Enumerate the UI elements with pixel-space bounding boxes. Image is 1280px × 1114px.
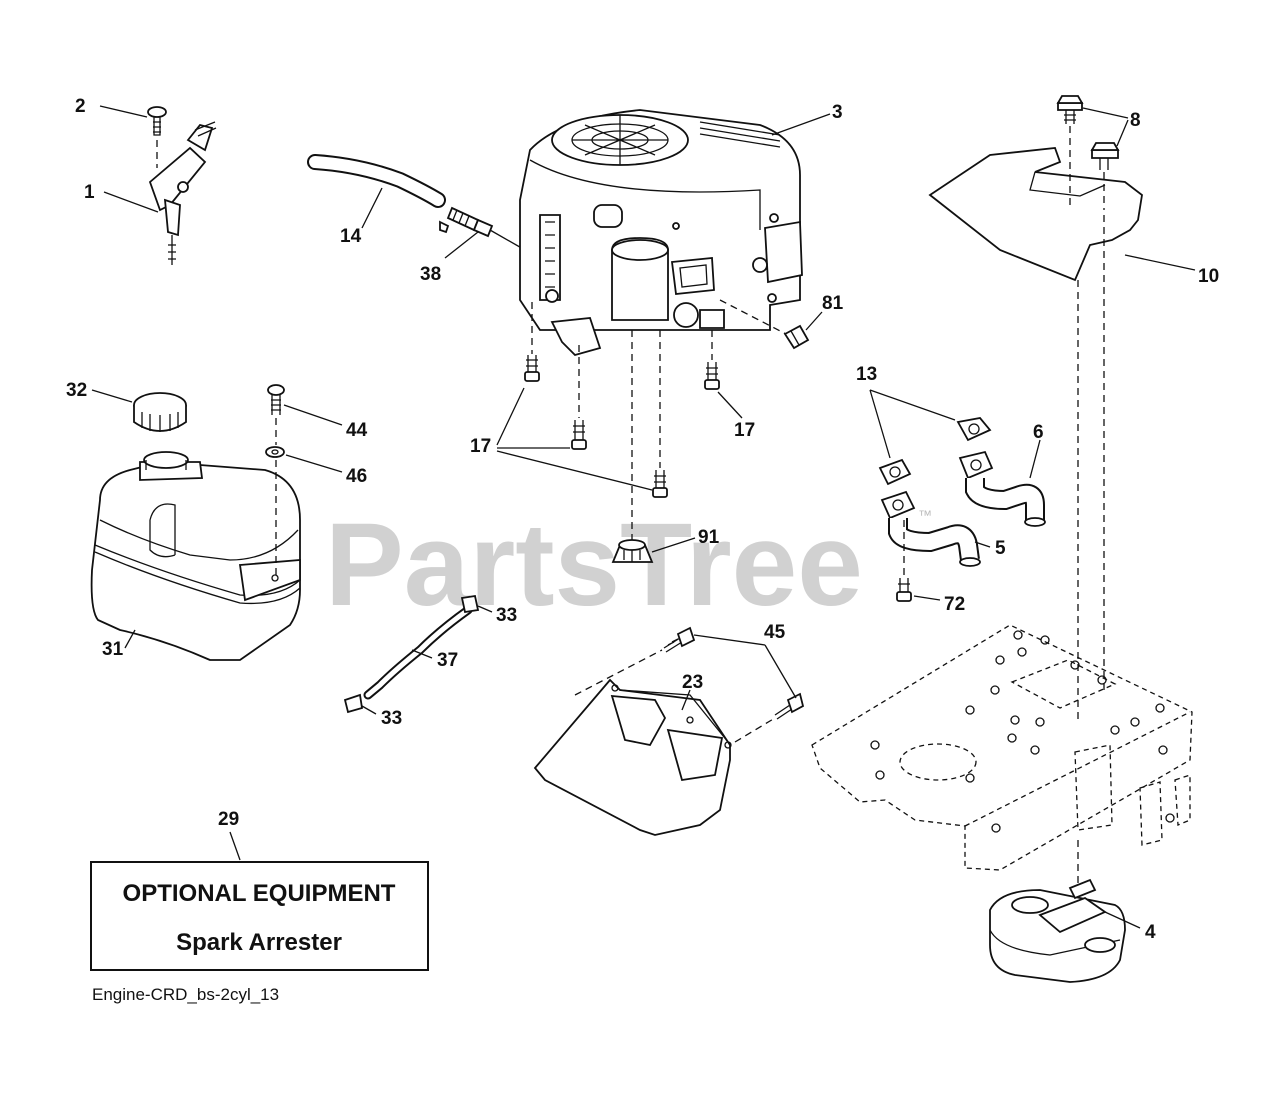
screw-8-parts [1056, 95, 1120, 170]
clamp-33-parts [343, 594, 480, 714]
callout-33a: 33 [496, 605, 517, 626]
exhaust-pipe-6-part [958, 450, 1046, 527]
leader-3 [771, 113, 831, 136]
leader-33a [477, 605, 493, 613]
callout-91: 91 [698, 527, 720, 548]
callout-23: 23 [682, 672, 703, 693]
leader-23 [681, 689, 691, 711]
callout-72: 72 [944, 594, 965, 615]
callout-1: 1 [84, 182, 95, 203]
callout-38: 38 [420, 264, 441, 285]
callout-17b: 17 [734, 420, 755, 441]
bolt-72-part [896, 578, 912, 602]
callout-labels: 2 1 3 4 5 6 8 10 13 14 17 17 23 29 31 32… [66, 96, 1219, 943]
callout-3: 3 [832, 102, 843, 123]
leader-13 [869, 389, 956, 459]
guide-45b [734, 717, 776, 743]
fuel-line-14-part [307, 154, 446, 208]
callout-44: 44 [346, 420, 368, 441]
leader-1 [103, 191, 159, 213]
callout-81: 81 [822, 293, 844, 314]
optional-equipment-item: Spark Arrester [176, 929, 342, 956]
fuel-hose-37-part [363, 605, 473, 700]
callout-17a: 17 [470, 436, 491, 457]
callout-5: 5 [995, 538, 1006, 559]
heat-shield-10-part [928, 147, 1143, 282]
exhaust-pipe-5-part [880, 490, 981, 567]
leader-45 [693, 634, 797, 699]
leader-81 [805, 311, 823, 331]
leader-17a [496, 387, 653, 491]
leader-29 [229, 831, 241, 861]
chassis-frame-part [811, 624, 1193, 871]
leader-4 [1104, 911, 1141, 929]
leader-6 [1029, 439, 1041, 479]
callout-32: 32 [66, 380, 87, 401]
leader-38 [444, 231, 479, 259]
washer-46-part [265, 446, 285, 458]
leader-31 [124, 629, 136, 649]
guide-45a [574, 649, 663, 696]
leader-33b [361, 705, 377, 715]
callout-29: 29 [218, 809, 239, 830]
leader-37 [411, 649, 433, 659]
screw-2-part [147, 106, 167, 136]
fuel-fitting-38-part [439, 206, 494, 238]
leader-32 [91, 389, 133, 403]
optional-equipment-heading: OPTIONAL EQUIPMENT [123, 880, 396, 907]
oil-filter-91-part [611, 539, 654, 563]
leader-14 [361, 187, 383, 229]
engine-3-part [519, 109, 803, 357]
callout-4: 4 [1145, 922, 1156, 943]
callout-45: 45 [764, 622, 786, 643]
screw-44-part [267, 384, 285, 415]
callout-6: 6 [1033, 422, 1044, 443]
fuel-tank-31-part [90, 451, 301, 661]
bolt-45-parts [663, 626, 805, 720]
watermark-trademark: ™ [918, 507, 932, 523]
leader-5 [974, 541, 991, 548]
callout-14: 14 [340, 226, 362, 247]
leader-8 [1082, 107, 1129, 147]
leader-91 [651, 537, 696, 553]
watermark: PartsTree [325, 499, 863, 631]
callout-31: 31 [102, 639, 124, 660]
fuel-cap-32-part [133, 392, 187, 432]
diagram-id: Engine-CRD_bs-2cyl_13 [92, 985, 279, 1004]
bolt-17-parts [524, 355, 720, 498]
leader-44 [283, 404, 343, 426]
callout-13: 13 [856, 364, 877, 385]
gasket-13-parts [878, 417, 992, 486]
optional-equipment-box [90, 861, 429, 971]
leader-17b [717, 391, 743, 419]
callout-8: 8 [1130, 110, 1141, 131]
callout-10: 10 [1198, 266, 1219, 287]
muffler-4-part [989, 878, 1126, 983]
callout-33b: 33 [381, 708, 402, 729]
leader-2 [99, 105, 148, 118]
leader-46 [285, 454, 343, 473]
drain-plug-81-part [783, 324, 810, 350]
leader-72 [913, 595, 941, 601]
guide-81 [719, 299, 787, 335]
bracket-23-part [533, 678, 732, 836]
throttle-control-part [148, 121, 217, 265]
callout-46: 46 [346, 466, 367, 487]
leader-10 [1124, 254, 1196, 271]
callout-2: 2 [75, 96, 86, 117]
callout-37: 37 [437, 650, 458, 671]
